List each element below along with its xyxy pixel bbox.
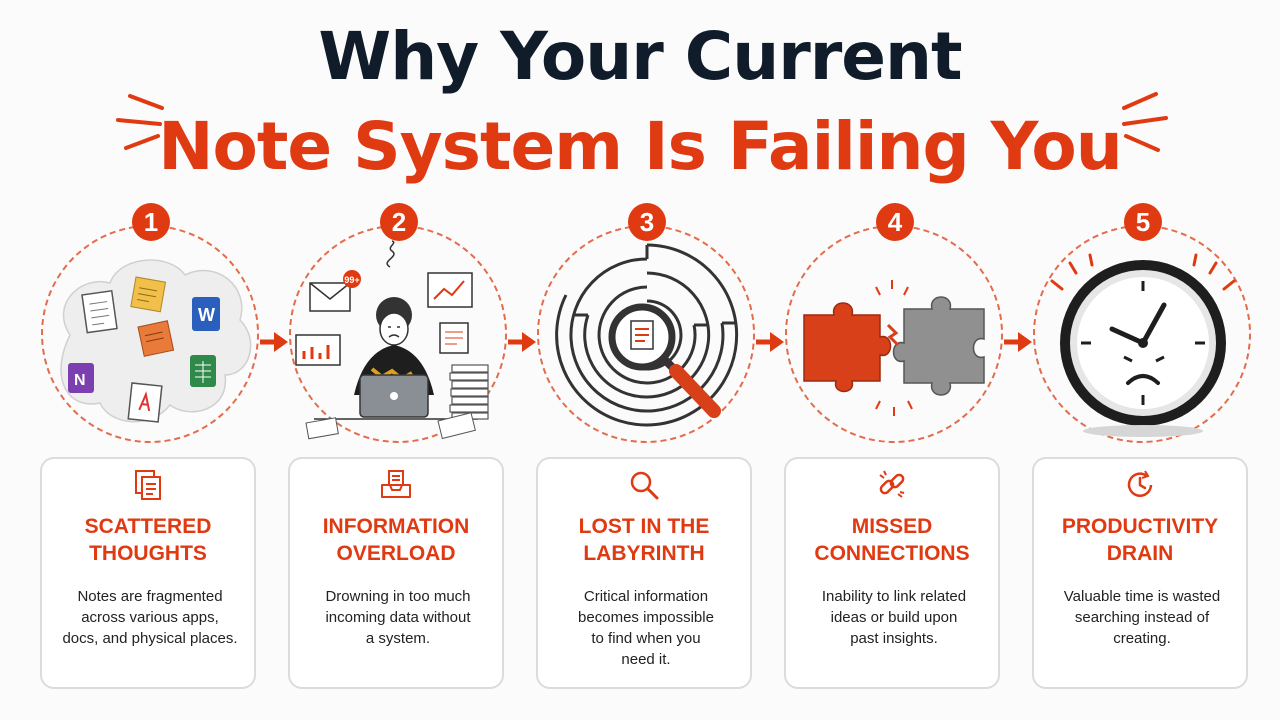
inbox-overflow-icon xyxy=(381,470,411,498)
card-title: MISSED CONNECTIONS xyxy=(814,515,970,565)
broken-puzzle-illustration xyxy=(803,280,985,416)
card-description: Notes are fragmented across various apps… xyxy=(62,588,238,647)
step-2: 2 99+ INFORMATION OVERLOAD Drowning in t… xyxy=(288,195,510,695)
step-4: 4 MISSED CONNECTIONS Inability to link r… xyxy=(784,195,1006,695)
arrow-2-to-3 xyxy=(508,332,536,352)
card-title: LOST IN THE LABYRINTH xyxy=(578,515,710,565)
card-missed-connections: MISSED CONNECTIONS Inability to link rel… xyxy=(784,457,1000,689)
title-line-1: Why Your Current xyxy=(318,18,962,95)
broken-link-icon xyxy=(879,470,905,498)
card-title: INFORMATION OVERLOAD xyxy=(322,515,470,565)
card-description: Critical information becomes impossible … xyxy=(578,588,714,668)
title-line-2: Note System Is Failing You xyxy=(158,108,1122,185)
step-number: 2 xyxy=(380,203,418,241)
card-description: Inability to link related ideas or build… xyxy=(821,588,967,647)
card-productivity-drain: PRODUCTIVITY DRAIN Valuable time is wast… xyxy=(1032,457,1248,689)
clock-refresh-icon xyxy=(1127,470,1153,497)
step-number: 5 xyxy=(1124,203,1162,241)
step-3: 3 LOST IN THE LABYRINTH Critical informa… xyxy=(536,195,758,695)
card-lost-in-the-labyrinth: LOST IN THE LABYRINTH Critical informati… xyxy=(536,457,752,689)
card-scattered-thoughts: SCATTERED THOUGHTS Notes are fragmented … xyxy=(40,457,256,689)
card-information-overload: INFORMATION OVERLOAD Drowning in too muc… xyxy=(288,457,504,689)
left-emphasis-marks xyxy=(116,94,164,150)
card-description: Valuable time is wasted searching instea… xyxy=(1063,588,1221,647)
arrow-1-to-2 xyxy=(260,332,288,352)
card-title: SCATTERED THOUGHTS xyxy=(84,515,212,565)
right-emphasis-marks xyxy=(1122,92,1168,152)
notification-badge: 99+ xyxy=(344,275,359,285)
step-number: 1 xyxy=(132,203,170,241)
magnifier-icon xyxy=(630,471,659,500)
labyrinth-illustration xyxy=(555,243,739,427)
step-number: 3 xyxy=(628,203,666,241)
card-description: Drowning in too much incoming data witho… xyxy=(325,588,471,647)
step-5: 5 PRODUCTIVITY DRAIN Valuable time is wa… xyxy=(1032,195,1254,695)
arrow-4-to-5 xyxy=(1004,332,1032,352)
svg-text:W: W xyxy=(198,305,215,325)
scattered-files-illustration: W N xyxy=(60,259,252,423)
step-1: 1 W N SCATTERED THOUGHTS Notes are fragm… xyxy=(40,195,262,695)
card-title: PRODUCTIVITY DRAIN xyxy=(1061,515,1219,565)
arrow-3-to-4 xyxy=(756,332,784,352)
sad-clock-illustration xyxy=(1050,253,1236,437)
information-overload-illustration: 99+ xyxy=(295,240,489,440)
step-number: 4 xyxy=(876,203,914,241)
stacked-documents-icon xyxy=(135,470,161,500)
svg-text:N: N xyxy=(74,372,86,389)
